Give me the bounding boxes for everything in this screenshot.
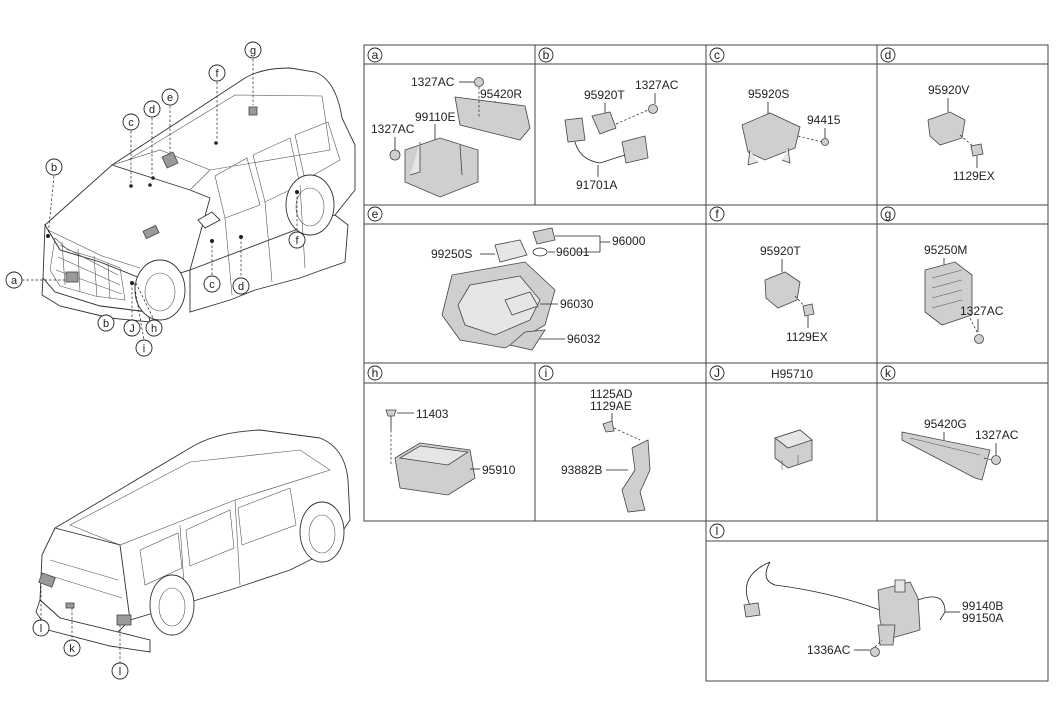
callout-b: b (51, 162, 57, 174)
part-label: 1129EX (953, 169, 995, 183)
callout-c: c (128, 117, 134, 129)
cell-label-f: f (715, 207, 719, 221)
cell-label-a: a (372, 48, 379, 62)
cell-headers: a b c d e f g h i J H95710 k l (367, 47, 896, 539)
callout-d: d (149, 104, 155, 116)
callout-f2: f (295, 235, 299, 247)
car-rear-view (35, 429, 351, 653)
callout-l: l (40, 623, 42, 635)
callout-g: g (250, 45, 256, 57)
callout-h: h (151, 323, 157, 335)
part-label: 1336AC (807, 643, 851, 657)
part-label: 1327AC (635, 78, 679, 92)
cell-l: 99140B 99150A 1336AC (743, 561, 1003, 657)
part-label: 99110E (415, 110, 455, 124)
part-label: 99140B (962, 599, 1003, 613)
cell-label-g: g (885, 207, 892, 221)
bottom-car-callouts: l k l (32, 586, 129, 680)
cell-f: 95920T 1129EX (760, 244, 828, 344)
part-label: 95920T (760, 244, 801, 258)
part-label: 99150A (962, 611, 1003, 625)
part-label: 11403 (416, 407, 449, 421)
cell-a: 1327AC 95420R 1327AC 99110E (371, 75, 531, 198)
cell-label-h: h (372, 366, 379, 380)
part-label: 91701A (576, 178, 617, 192)
callout-b2: b (103, 318, 109, 330)
callout-k: k (69, 643, 75, 655)
cell-h: 11403 95910 (385, 407, 516, 496)
callout-c2: c (209, 279, 215, 291)
cell-J-title: H95710 (771, 367, 813, 381)
parts-grid (363, 44, 1049, 682)
part-label: 93882B (561, 463, 602, 477)
cell-g: 95250M 1327AC (924, 243, 1004, 344)
cell-i: 1125AD 1129AE 93882B (561, 387, 651, 513)
callout-f: f (215, 68, 219, 80)
part-label: 1129EX (786, 330, 828, 344)
cell-label-d: d (885, 48, 892, 62)
callout-l2: l (119, 666, 121, 678)
part-label: 1327AC (411, 75, 455, 89)
callout-a: a (11, 275, 18, 287)
cell-b: 95920T 1327AC 91701A (564, 78, 679, 192)
cell-label-e: e (372, 207, 379, 221)
part-label: 96030 (560, 297, 594, 311)
cell-label-k: k (885, 366, 892, 380)
part-label: 1327AC (371, 122, 415, 136)
cell-label-l: l (716, 524, 719, 538)
cell-J (774, 429, 813, 470)
cell-label-b: b (543, 48, 550, 62)
part-label: 1327AC (960, 304, 1004, 318)
part-label: 95420R (480, 87, 522, 101)
part-label: 95420G (924, 417, 967, 431)
cell-label-i: i (545, 366, 548, 380)
part-label: 1327AC (975, 428, 1019, 442)
callout-d2: d (238, 281, 244, 293)
part-label: 95910 (482, 463, 516, 477)
cell-label-J: J (714, 366, 720, 380)
car-front-view (41, 67, 356, 323)
cell-e: 96000 96001 99250S 96030 96032 (431, 227, 646, 351)
part-label: 96001 (556, 245, 590, 259)
part-label: 96000 (612, 234, 646, 248)
part-label: 94415 (807, 113, 841, 127)
cell-k: 95420G 1327AC (901, 417, 1019, 481)
part-label: 95250M (924, 243, 967, 257)
callout-e: e (167, 92, 173, 104)
callout-i: i (143, 343, 145, 355)
part-label: 95920T (584, 88, 625, 102)
part-label: 99250S (431, 247, 472, 261)
cell-label-c: c (714, 48, 720, 62)
part-label: 96032 (567, 332, 601, 346)
part-label: 1129AE (590, 399, 632, 413)
cell-c: 95920S 94415 (741, 87, 841, 166)
top-car-callouts: g f e d c b a f c d b J h i (5, 41, 306, 357)
part-label: 95920V (928, 83, 969, 97)
part-label: 95920S (748, 87, 789, 101)
callout-J: J (129, 323, 135, 335)
cell-d: 95920V 1129EX (927, 83, 995, 183)
part-label: 1125AD (590, 387, 633, 401)
